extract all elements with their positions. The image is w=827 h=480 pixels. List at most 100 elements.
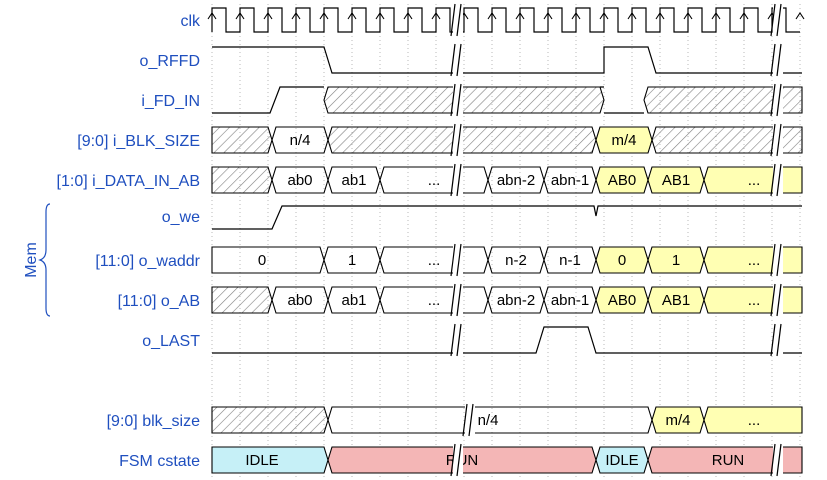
bus-value: ab1	[341, 292, 366, 309]
bus-cell	[647, 246, 705, 274]
break-gap	[773, 124, 783, 156]
bus-value: abn-1	[551, 172, 589, 189]
wave-last	[212, 326, 802, 354]
bus-value: ...	[748, 292, 761, 309]
bus-value: n-1	[559, 252, 581, 269]
break-slash	[456, 83, 462, 117]
break-slash	[450, 83, 456, 117]
bus-cell	[595, 126, 653, 154]
bus-value: ab0	[287, 172, 312, 189]
bus-cell	[211, 246, 325, 274]
bus-value: RUN	[712, 452, 745, 469]
break-slash	[456, 243, 462, 277]
break-slash	[776, 83, 782, 117]
break-mark	[770, 323, 783, 357]
bus-value: 0	[258, 252, 266, 269]
bus-cell	[487, 246, 545, 274]
bus-cell	[327, 166, 381, 194]
break-slash	[450, 283, 456, 317]
clock-edge-arrow	[599, 12, 609, 20]
break-slash	[456, 3, 462, 37]
clock-edge-arrow	[375, 12, 385, 20]
bus-cell	[647, 166, 705, 194]
bus-cell	[379, 286, 489, 314]
break-slash	[776, 163, 782, 197]
break-gap	[453, 124, 463, 156]
bus-cell	[271, 126, 329, 154]
break-slash	[770, 443, 776, 477]
clock-edge-arrow	[487, 12, 497, 20]
bus-cell	[327, 286, 381, 314]
bus-cell	[211, 166, 273, 194]
clock-edge-arrow	[515, 12, 525, 20]
bus-cell	[379, 246, 489, 274]
break-slash	[770, 83, 776, 117]
signal-label-waddr: [11:0] o_waddr	[95, 253, 200, 270]
break-slash	[770, 163, 776, 197]
bus-cell	[271, 166, 329, 194]
break-slash	[456, 283, 462, 317]
bus-cell	[543, 246, 597, 274]
clock-edge-arrow	[543, 12, 553, 20]
bus-value: 1	[348, 252, 356, 269]
break-slash	[776, 323, 782, 357]
break-mark	[450, 83, 463, 117]
bus-cell	[595, 286, 649, 314]
break-slash	[456, 123, 462, 157]
clock-edge-arrow	[711, 12, 721, 20]
break-mark	[450, 243, 463, 277]
bus-value: abn-2	[497, 292, 535, 309]
bus-value: ...	[748, 252, 761, 269]
signal-label-fsm: FSM cstate	[119, 453, 200, 470]
bus-value: ab0	[287, 292, 312, 309]
break-slash	[456, 323, 462, 357]
break-gap	[773, 4, 783, 36]
clock-edge-arrow	[739, 12, 749, 20]
break-slash	[770, 323, 776, 357]
signal-label-oab: [11:0] o_AB	[118, 293, 200, 310]
wave-we	[212, 205, 802, 230]
break-slash	[776, 283, 782, 317]
bus-cell	[651, 406, 705, 434]
break-gap	[773, 444, 783, 476]
wave-fdin-gap	[600, 86, 644, 114]
break-mark	[450, 443, 463, 477]
clock-edge-arrow	[403, 12, 413, 20]
bus-value: ab1	[341, 172, 366, 189]
break-slash	[450, 443, 456, 477]
signal-label-last: o_LAST	[142, 333, 200, 350]
break-gap	[453, 84, 463, 116]
break-slash	[456, 443, 462, 477]
clock-edge-arrow	[655, 12, 665, 20]
break-gap	[773, 164, 783, 196]
break-mark	[462, 403, 475, 437]
break-slash	[456, 163, 462, 197]
bus-cell	[327, 406, 653, 434]
signal-label-datain: [1:0] i_DATA_IN_AB	[57, 173, 200, 190]
bus-value: ...	[748, 172, 761, 189]
bus-cell	[271, 286, 329, 314]
break-mark	[770, 83, 783, 117]
bus-value: 1	[672, 252, 680, 269]
signal-label-clk: clk	[180, 13, 201, 30]
bus-value: ...	[428, 252, 441, 269]
break-slash	[776, 123, 782, 157]
bus-cell	[323, 86, 605, 114]
wave-fdin	[212, 86, 324, 114]
bus-cell	[487, 286, 545, 314]
bus-value: IDLE	[605, 452, 638, 469]
clock-edge-arrow	[235, 12, 245, 20]
bus-value: n/4	[478, 412, 499, 429]
break-mark	[450, 43, 463, 77]
bus-value: ...	[428, 292, 441, 309]
bus-cell	[595, 166, 649, 194]
break-slash	[776, 3, 782, 37]
bus-cell	[211, 406, 329, 434]
bus-fsm: IDLERUNIDLERUN	[211, 446, 803, 474]
break-slash	[450, 123, 456, 157]
